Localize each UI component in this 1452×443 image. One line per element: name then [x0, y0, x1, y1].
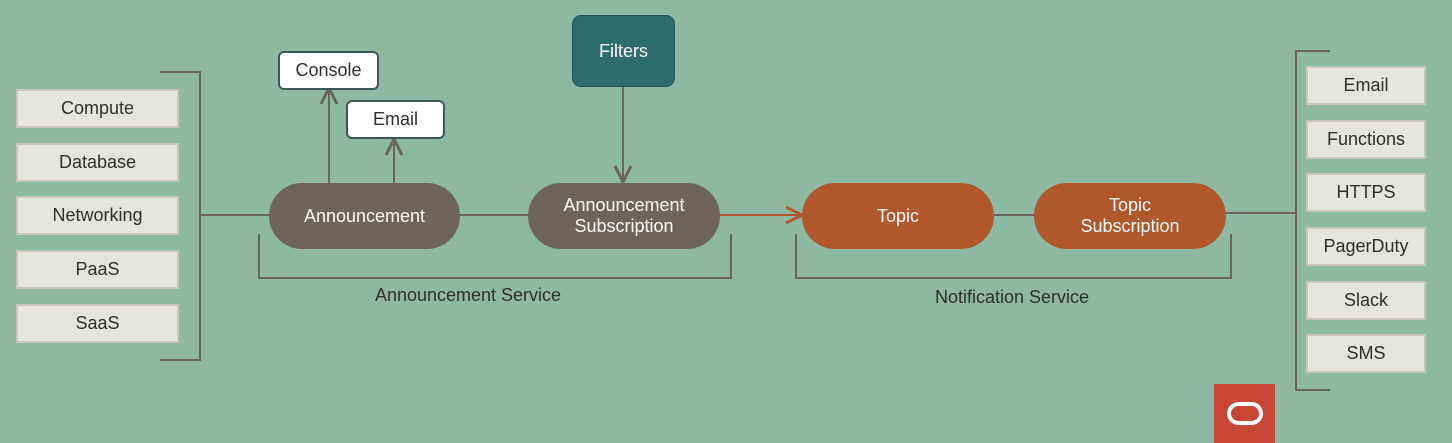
notification-service-label: Notification Service [934, 287, 1090, 307]
console-box: Console [278, 51, 379, 90]
oracle-logo-icon [1214, 384, 1275, 443]
announcement-subscription-node: Announcement Subscription [528, 183, 720, 249]
source-networking: Networking [16, 196, 179, 235]
destinations-bracket [1295, 50, 1330, 391]
topic-subscription-node: Topic Subscription [1034, 183, 1226, 249]
source-saas: SaaS [16, 304, 179, 343]
announcement-node: Announcement [269, 183, 460, 249]
email-output-box: Email [346, 100, 445, 139]
filters-box: Filters [572, 15, 675, 87]
source-compute: Compute [16, 89, 179, 128]
destination-functions: Functions [1306, 120, 1426, 159]
destination-sms: SMS [1306, 334, 1426, 373]
destination-pagerduty: PagerDuty [1306, 227, 1426, 266]
notification-service-bracket [795, 234, 1232, 279]
destination-slack: Slack [1306, 281, 1426, 320]
source-paas: PaaS [16, 250, 179, 289]
source-database: Database [16, 143, 179, 182]
destination-https: HTTPS [1306, 173, 1426, 212]
announcement-service-label: Announcement Service [374, 285, 562, 305]
destination-email: Email [1306, 66, 1426, 105]
logo-ring-shape [1226, 402, 1263, 425]
announcement-service-bracket [258, 234, 732, 279]
topic-node: Topic [802, 183, 994, 249]
